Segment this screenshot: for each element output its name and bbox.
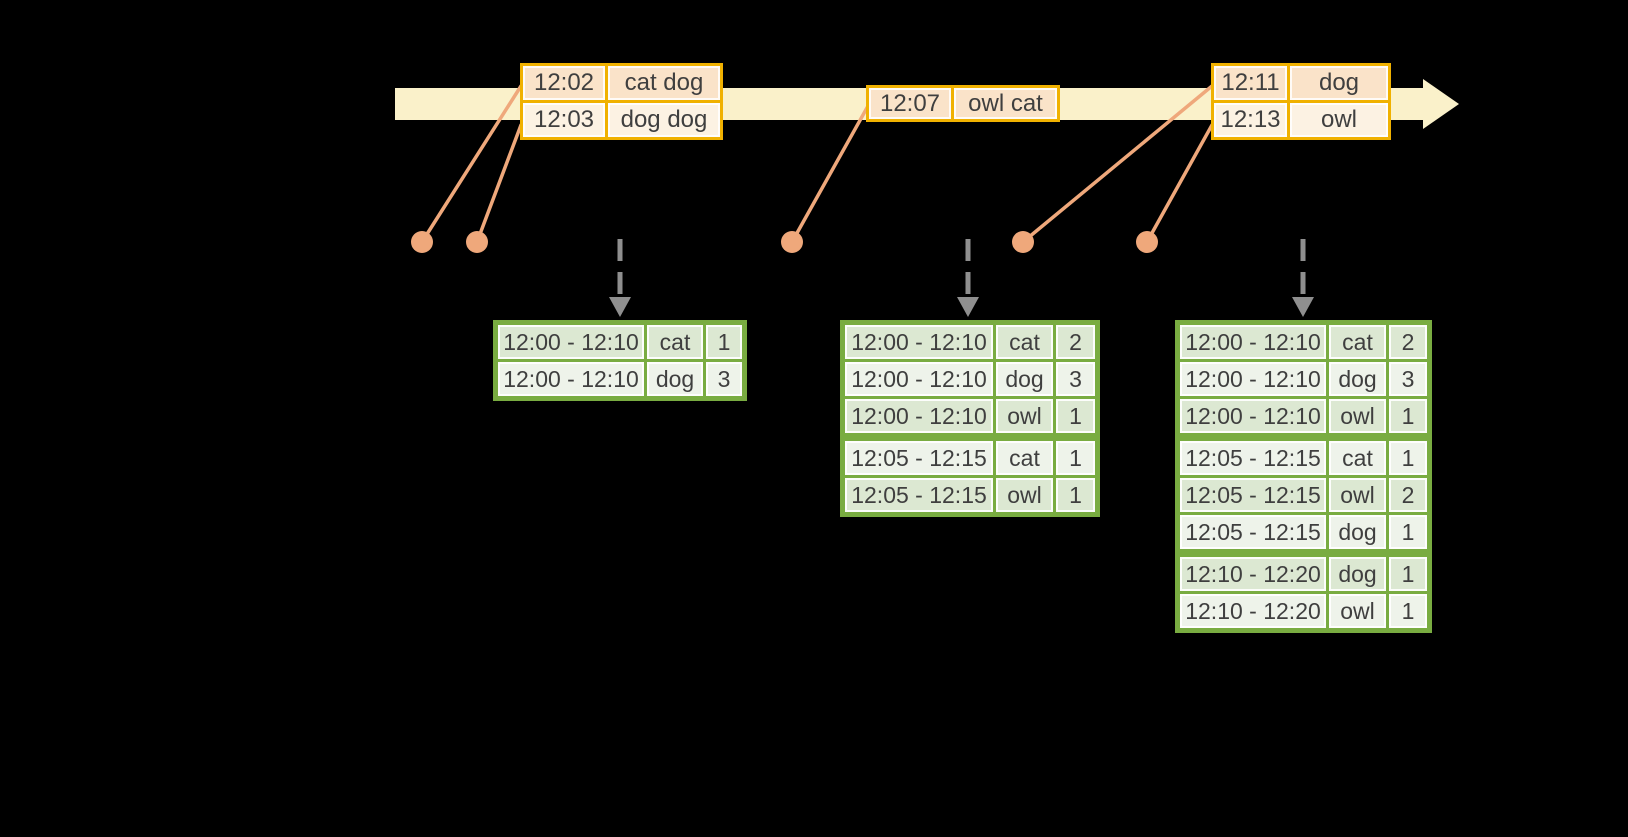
window-cell: 12:05 - 12:15 [1180,515,1326,549]
count-cell: 2 [1056,325,1095,359]
trigger-arrows [617,239,1306,299]
down-arrow-icon [1292,297,1314,317]
word-cell: dog [1329,557,1386,591]
window-cell: 12:00 - 12:10 [1180,399,1326,433]
count-cell: 1 [1056,478,1095,512]
connector-line [475,123,523,244]
count-cell: 2 [1389,478,1427,512]
window-cell: 12:05 - 12:15 [1180,441,1326,475]
connector-line [790,104,870,244]
window-cell: 12:10 - 12:20 [1180,594,1326,628]
count-cell: 1 [1389,594,1427,628]
word-cell: cat [647,325,703,359]
window-cell: 12:05 - 12:15 [845,441,993,475]
event-time-cell: 12:03 [523,103,605,137]
event-dot-icon [466,231,488,253]
word-cell: cat [1329,325,1386,359]
window-cell: 12:00 - 12:10 [845,362,993,396]
count-cell: 1 [1389,557,1427,591]
word-cell: owl [1329,399,1386,433]
word-cell: dog [647,362,703,396]
word-cell: dog [1329,515,1386,549]
word-cell: dog [1329,362,1386,396]
word-cell: owl [1329,594,1386,628]
event-time-cell: 12:07 [869,88,951,119]
down-arrow-icon [957,297,979,317]
event-words-cell: dog [1290,66,1388,100]
window-cell: 12:00 - 12:10 [1180,325,1326,359]
window-cell: 12:10 - 12:20 [1180,557,1326,591]
event-words-cell: dog dog [608,103,720,137]
window-cell: 12:05 - 12:15 [1180,478,1326,512]
down-arrow-icon [609,297,631,317]
window-cell: 12:00 - 12:10 [845,399,993,433]
event-time-cell: 12:11 [1214,66,1287,100]
event-dots [411,231,1158,253]
count-cell: 1 [1056,441,1095,475]
word-cell: cat [996,325,1053,359]
connector-line [420,84,523,244]
window-cell: 12:00 - 12:10 [845,325,993,359]
event-dot-icon [781,231,803,253]
event-dot-icon [411,231,433,253]
count-cell: 1 [1389,399,1427,433]
count-cell: 3 [706,362,742,396]
event-words-cell: owl cat [954,88,1057,119]
word-cell: owl [1329,478,1386,512]
count-cell: 3 [1389,362,1427,396]
word-cell: dog [996,362,1053,396]
window-cell: 12:00 - 12:10 [1180,362,1326,396]
word-cell: owl [996,478,1053,512]
event-words-cell: cat dog [608,66,720,100]
count-cell: 2 [1389,325,1427,359]
trigger-arrowheads [609,297,1314,317]
connector-line [1145,123,1214,244]
event-dot-icon [1136,231,1158,253]
count-cell: 1 [1389,515,1427,549]
event-dot-icon [1012,231,1034,253]
window-cell: 12:00 - 12:10 [498,362,644,396]
count-cell: 3 [1056,362,1095,396]
event-time-cell: 12:13 [1214,103,1287,137]
word-cell: cat [1329,441,1386,475]
window-cell: 12:00 - 12:10 [498,325,644,359]
event-connector-lines [420,84,1214,244]
window-cell: 12:05 - 12:15 [845,478,993,512]
word-cell: owl [996,399,1053,433]
event-words-cell: owl [1290,103,1388,137]
connector-line [1021,84,1214,244]
event-time-cell: 12:02 [523,66,605,100]
count-cell: 1 [1056,399,1095,433]
timeline-arrowhead-icon [1423,79,1459,129]
word-cell: cat [996,441,1053,475]
count-cell: 1 [1389,441,1427,475]
count-cell: 1 [706,325,742,359]
